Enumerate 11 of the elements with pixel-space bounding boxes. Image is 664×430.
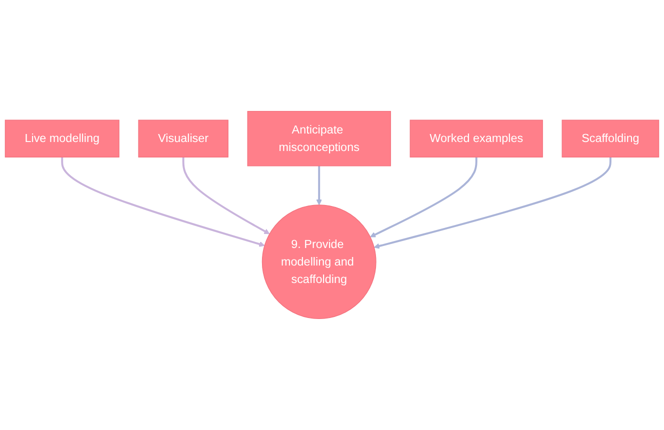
node-box: Scaffolding <box>562 120 660 158</box>
node-box: Visualiser <box>138 120 228 158</box>
node-box: Worked examples <box>410 120 543 158</box>
arrow <box>370 157 478 238</box>
node-box: Anticipate misconceptions <box>247 110 391 166</box>
arrow <box>374 157 612 249</box>
arrow <box>61 157 265 247</box>
arrow <box>316 166 322 206</box>
node-circle: 9. Provide modelling and scaffolding <box>262 204 376 320</box>
node-box: Live modelling <box>4 120 120 158</box>
arrow <box>182 157 270 234</box>
